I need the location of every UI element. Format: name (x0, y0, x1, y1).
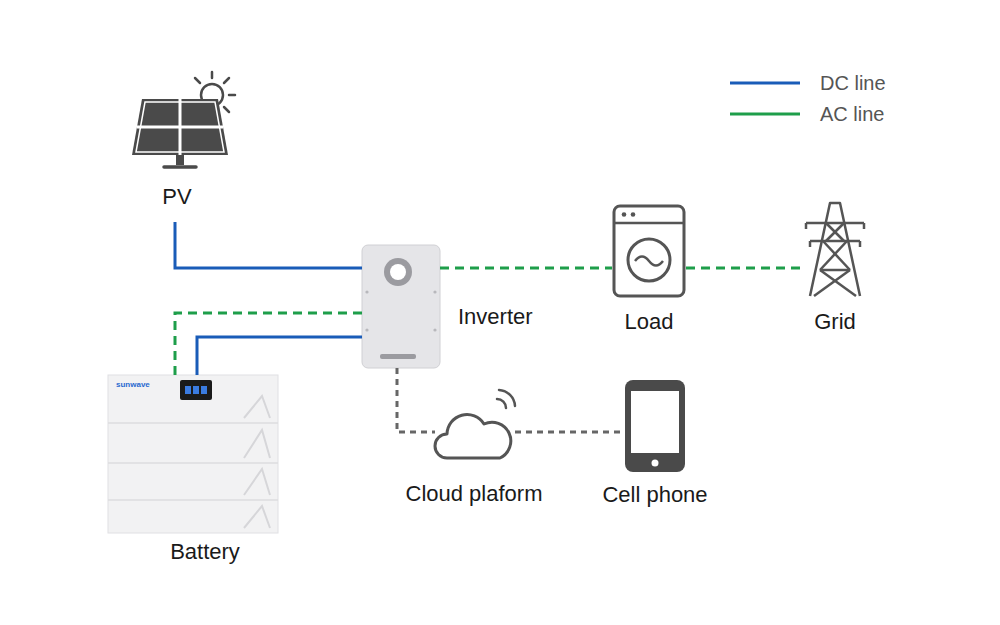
legend-line (730, 113, 800, 116)
node-label: Cell phone (575, 483, 735, 507)
connector-line (397, 368, 435, 432)
pv-node: PV (127, 72, 227, 222)
load-node: Load (612, 205, 686, 298)
node-label: PV (127, 185, 227, 209)
legend-sample (730, 102, 810, 126)
connector-line (440, 267, 612, 270)
connector-line (197, 337, 362, 375)
node-label: Load (592, 310, 706, 334)
legend-text: DC line (820, 71, 886, 95)
inverter-device (362, 245, 440, 368)
phone-icon (625, 380, 685, 472)
node-label: Grid (785, 310, 885, 334)
node-label: Battery (155, 540, 255, 564)
connector-line (515, 431, 625, 434)
cloud-node: Cloud plaform (435, 393, 515, 459)
phone-node: Cell phone (625, 380, 685, 472)
brand-logo: sunwave (116, 381, 176, 390)
connector-line (175, 222, 362, 268)
battery-cabinet (108, 375, 278, 533)
grid-node: Grid (800, 200, 870, 297)
node-label: Cloud plaform (365, 482, 583, 506)
node-label: Inverter (458, 305, 588, 329)
grid-tower (806, 203, 864, 296)
legend-sample (730, 71, 810, 95)
load-icon (614, 206, 684, 296)
legend-text: AC line (820, 102, 884, 126)
pv-icon (132, 72, 235, 167)
battery-node: sunwaveBattery (108, 375, 278, 533)
inverter-node: Inverter (362, 245, 440, 368)
connector-line (175, 313, 362, 375)
cloud-icon (435, 390, 515, 458)
legend-line (730, 82, 800, 85)
connector-line (686, 267, 800, 270)
